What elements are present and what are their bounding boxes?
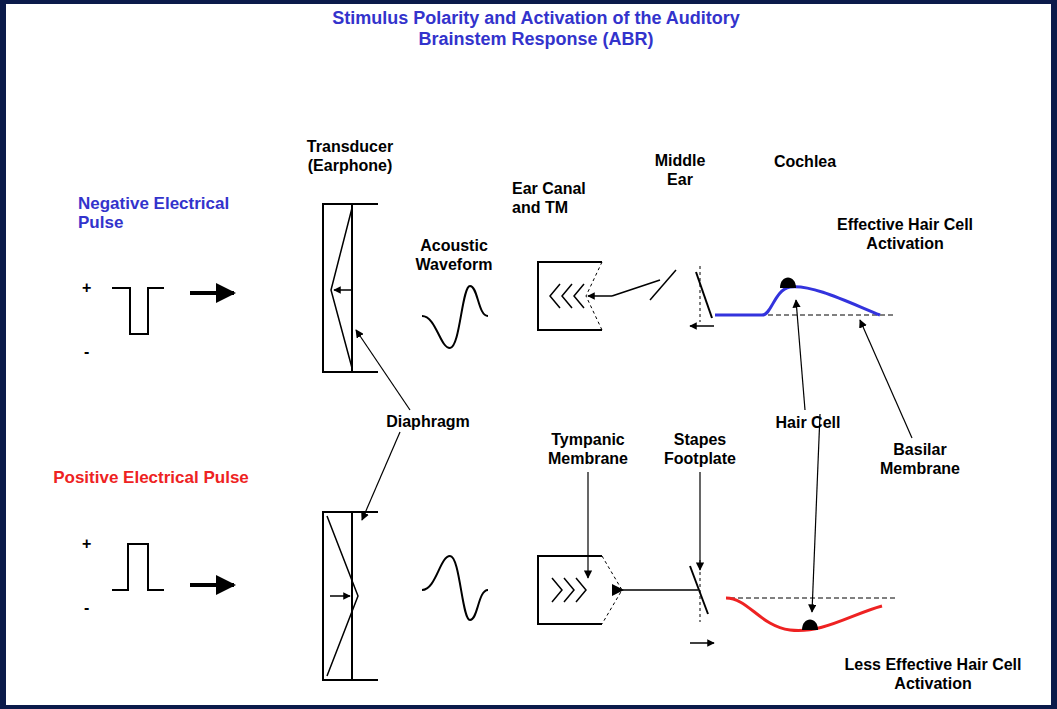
ear-canal (538, 262, 612, 330)
illustration (6, 4, 1051, 705)
acoustic-waveform (422, 286, 488, 348)
polarity-sign: - (84, 342, 104, 361)
part-label: Transducer (Earphone) (280, 137, 420, 175)
title: Stimulus Polarity and Activation of the … (326, 8, 746, 50)
hair-cell (802, 620, 818, 631)
leader-lines (356, 300, 912, 612)
callout-label: Less Effective Hair Cell Activation (838, 655, 1028, 693)
middle-ear-ossicles (612, 266, 714, 326)
basilar-membrane (715, 287, 880, 315)
callout-label: Effective Hair Cell Activation (810, 215, 1000, 253)
middle-ear-ossicles (622, 560, 714, 643)
pulse-label: Negative Electrical Pulse (78, 194, 248, 232)
pulse-label: Positive Electrical Pulse (40, 468, 262, 487)
part-label: Diaphragm (378, 412, 478, 431)
signal-arrow (190, 583, 234, 587)
part-label: Stapes Footplate (654, 430, 746, 468)
negative-pulse (112, 288, 164, 334)
polarity-sign: - (84, 598, 104, 617)
baseline (760, 315, 893, 316)
part-label: Ear Canal and TM (512, 179, 612, 217)
part-label: Middle Ear (645, 151, 715, 189)
hair-cell (780, 278, 796, 289)
acoustic-waveform (422, 556, 488, 620)
part-label: Hair Cell (760, 413, 856, 432)
basilar-membrane (726, 598, 882, 631)
part-label: Basilar Membrane (872, 440, 968, 478)
polarity-sign: + (82, 278, 102, 297)
part-label: Acoustic Waveform (404, 236, 504, 274)
transducer (323, 204, 378, 372)
ear-canal (538, 556, 624, 624)
part-label: Cochlea (760, 152, 850, 171)
transducer (323, 512, 378, 680)
signal-arrow (190, 291, 234, 295)
background-panel: Stimulus Polarity and Activation of the … (6, 4, 1051, 705)
polarity-sign: + (82, 534, 102, 553)
positive-pulse (112, 544, 164, 590)
part-label: Tympanic Membrane (540, 430, 636, 468)
